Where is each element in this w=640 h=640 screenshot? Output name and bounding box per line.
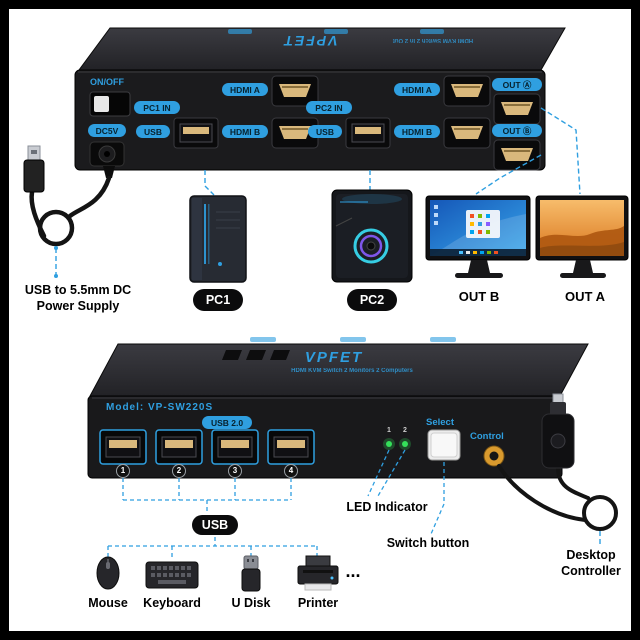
usb-connector-icon bbox=[23, 145, 45, 193]
monitor-out-a bbox=[535, 195, 629, 278]
out-b-label: OUT Ⓑ bbox=[492, 124, 542, 137]
on-off-label: ON/OFF bbox=[90, 77, 124, 87]
model-number: Model: VP-SW220S bbox=[106, 402, 214, 413]
pc1-hdmi-b-label: HDMI B bbox=[222, 125, 268, 138]
pc1-hdmi-a-label: HDMI A bbox=[222, 83, 268, 96]
select-button bbox=[427, 429, 461, 461]
power-supply-caption: USB to 5.5mm DC Power Supply bbox=[24, 283, 132, 313]
usb-drive-icon bbox=[241, 555, 261, 592]
monitor-out-b bbox=[425, 195, 531, 278]
port-number-3: 3 bbox=[232, 466, 238, 475]
pc1-tower bbox=[189, 195, 247, 283]
front-usb-ports bbox=[99, 429, 315, 478]
udisk-label: U Disk bbox=[231, 596, 271, 610]
power-cable bbox=[23, 145, 112, 278]
pc1-in-label: PC1 IN bbox=[134, 101, 180, 114]
led-number-1: 1 bbox=[387, 427, 391, 434]
led-number-2: 2 bbox=[403, 427, 407, 434]
pc2-hdmi-b-label: HDMI B bbox=[394, 125, 440, 138]
monitor-out-b-label: OUT B bbox=[458, 289, 500, 304]
dc5v-label: DC5V bbox=[88, 124, 126, 137]
connection-lines-bottom bbox=[107, 449, 445, 557]
front-brand-logo: VPFET bbox=[304, 349, 364, 366]
port-number-1: 1 bbox=[120, 466, 126, 475]
desktop-controller-caption: Desktop Controller bbox=[561, 548, 621, 578]
printer-label: Printer bbox=[297, 596, 339, 610]
pc2-badge: PC2 bbox=[347, 289, 397, 311]
usb20-label: USB 2.0 bbox=[202, 416, 252, 429]
connection-lines-top bbox=[204, 107, 581, 196]
port-number-2: 2 bbox=[176, 466, 182, 475]
switch-button-caption: Switch button bbox=[386, 536, 470, 550]
out-a-label: OUT Ⓐ bbox=[492, 78, 542, 91]
printer-icon bbox=[297, 555, 339, 591]
rear-brand-logo: VPFET bbox=[282, 33, 338, 49]
select-label: Select bbox=[426, 417, 454, 428]
monitor-out-a-label: OUT A bbox=[565, 289, 605, 304]
front-tagline: HDMI KVM Switch 2 Monitors 2 Computers bbox=[291, 368, 413, 374]
pc1-usb-label: USB bbox=[136, 125, 170, 138]
keyboard-label: Keyboard bbox=[143, 596, 201, 610]
keyboard-icon bbox=[145, 561, 199, 589]
mouse-icon bbox=[96, 556, 120, 590]
pc2-tower bbox=[331, 189, 413, 283]
rear-tagline: HDMI KVM Switch 2 In 2 Out bbox=[392, 37, 474, 43]
status-leds bbox=[383, 438, 411, 450]
usb-callout-badge: USB bbox=[192, 515, 238, 535]
desktop-controller bbox=[497, 393, 618, 546]
more-devices-ellipsis: ... bbox=[345, 561, 361, 581]
control-jack bbox=[483, 445, 505, 467]
pc1-badge: PC1 bbox=[193, 289, 243, 311]
mouse-label: Mouse bbox=[88, 596, 128, 610]
pc2-in-label: PC2 IN bbox=[306, 101, 352, 114]
pc2-usb-label: USB bbox=[308, 125, 342, 138]
port-number-4: 4 bbox=[288, 466, 294, 475]
control-label: Control bbox=[470, 431, 504, 442]
power-switch bbox=[89, 91, 131, 117]
pc2-hdmi-a-label: HDMI A bbox=[394, 83, 440, 96]
dc-power-jack bbox=[89, 141, 125, 178]
led-indicator-caption: LED Indicator bbox=[346, 500, 428, 514]
